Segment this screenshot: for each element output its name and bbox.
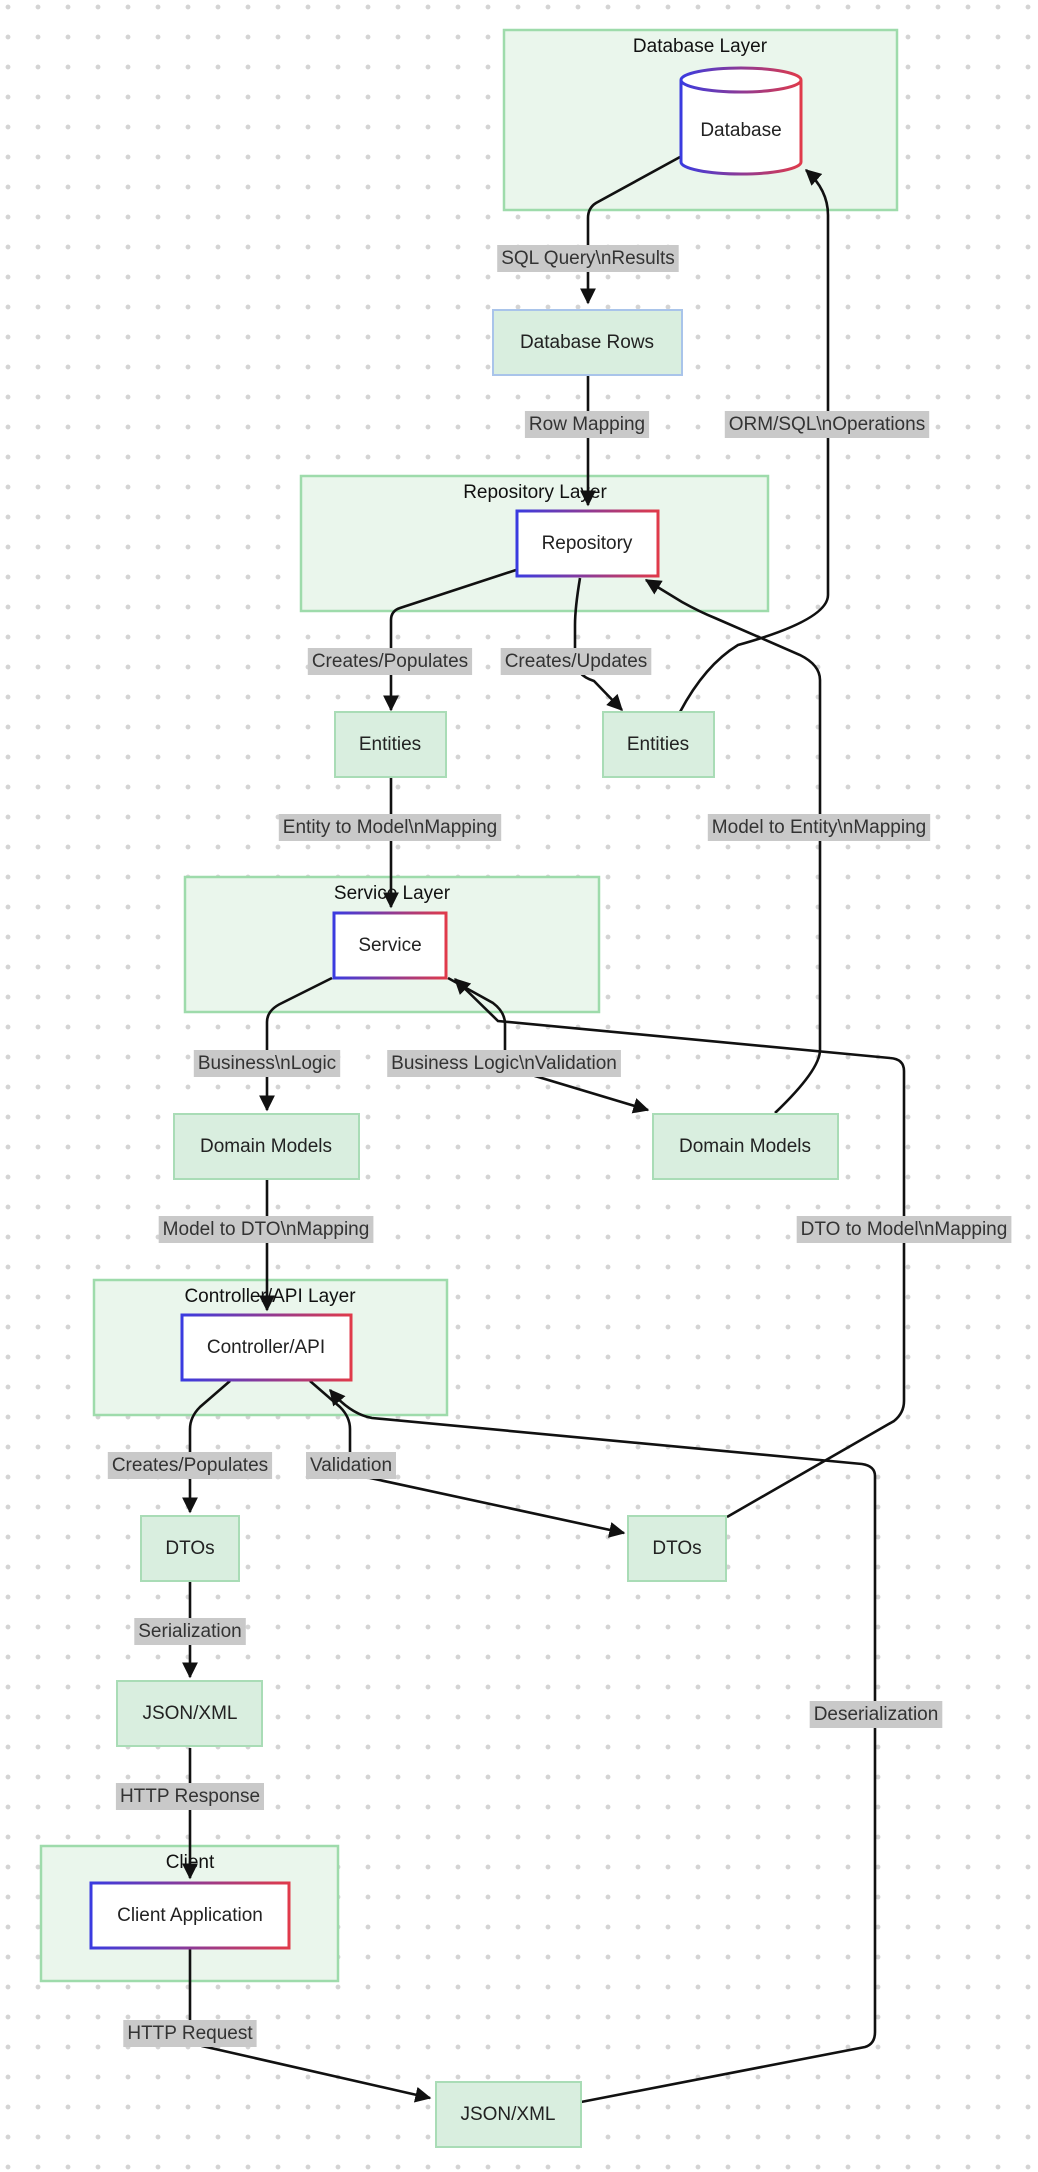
edge-label-model-to-entity: Model to Entity\nMapping — [707, 814, 931, 841]
edge-label-http-response: HTTP Response — [115, 1783, 265, 1810]
svg-text:SQL Query\nResults: SQL Query\nResults — [501, 248, 675, 269]
edge-labels: SQL Query\nResults Row Mapping ORM/SQL\n… — [107, 245, 1012, 2047]
svg-text:Entity to Model\nMapping: Entity to Model\nMapping — [283, 817, 497, 838]
svg-text:Creates/Populates: Creates/Populates — [112, 1455, 268, 1476]
svg-text:Entities: Entities — [359, 734, 421, 755]
repository-node[interactable]: Repository — [515, 509, 660, 578]
svg-text:Row Mapping: Row Mapping — [529, 414, 645, 435]
node-json-xml-top[interactable]: JSON/XML — [116, 1680, 263, 1747]
svg-text:Creates/Updates: Creates/Updates — [505, 651, 648, 672]
svg-text:Entities: Entities — [627, 734, 689, 755]
svg-text:DTO to Model\nMapping: DTO to Model\nMapping — [801, 1219, 1008, 1240]
repository-layer-group: Repository Layer — [299, 474, 770, 613]
edge-label-creates-populates-2: Creates/Populates — [107, 1452, 273, 1479]
edge-label-row-mapping: Row Mapping — [524, 411, 650, 438]
edge-label-business-validation: Business Logic\nValidation — [387, 1050, 621, 1077]
svg-text:Model to DTO\nMapping: Model to DTO\nMapping — [163, 1219, 370, 1240]
svg-text:JSON/XML: JSON/XML — [142, 1703, 237, 1724]
svg-text:ORM/SQL\nOperations: ORM/SQL\nOperations — [729, 414, 925, 435]
svg-text:Model to Entity\nMapping: Model to Entity\nMapping — [712, 817, 926, 838]
node-entities-left[interactable]: Entities — [334, 711, 447, 778]
controller-layer-title: Controller/API Layer — [184, 1286, 356, 1307]
edge-controller-to-dtos-left — [182, 1380, 231, 1514]
edge-label-sql-query: SQL Query\nResults — [497, 245, 679, 272]
svg-text:Validation: Validation — [310, 1455, 392, 1476]
component-nodes: Database Repository Service Controller/A… — [89, 66, 803, 1950]
edge-label-creates-updates: Creates/Updates — [500, 648, 652, 675]
edge-database-to-rows — [580, 155, 681, 305]
database-layer-title: Database Layer — [633, 36, 768, 57]
node-json-xml-bottom[interactable]: JSON/XML — [435, 2081, 582, 2148]
controller-api-node[interactable]: Controller/API — [180, 1313, 353, 1382]
node-domain-models-left[interactable]: Domain Models — [173, 1113, 360, 1180]
edge-label-orm-sql: ORM/SQL\nOperations — [724, 411, 930, 438]
svg-text:Deserialization: Deserialization — [814, 1704, 939, 1725]
svg-text:HTTP Request: HTTP Request — [127, 2023, 253, 2044]
edge-dtos-to-service — [454, 978, 906, 1519]
client-application-node[interactable]: Client Application — [89, 1881, 291, 1950]
service-layer-title: Service Layer — [334, 883, 451, 904]
svg-text:DTOs: DTOs — [652, 1538, 701, 1559]
edge-label-validation: Validation — [306, 1452, 396, 1479]
edge-repository-to-entities-left — [383, 568, 517, 712]
svg-text:Repository: Repository — [542, 533, 633, 554]
edge-label-http-request: HTTP Request — [123, 2020, 257, 2047]
data-nodes: Database Rows Entities Entities Domain M… — [116, 309, 839, 2148]
edge-entities-to-database — [678, 169, 830, 713]
svg-text:JSON/XML: JSON/XML — [460, 2104, 555, 2125]
node-database-rows[interactable]: Database Rows — [492, 309, 683, 376]
edge-service-to-domain-left — [259, 976, 333, 1112]
database-cylinder[interactable]: Database — [679, 66, 803, 176]
svg-text:Database Rows: Database Rows — [520, 332, 654, 353]
svg-text:DTOs: DTOs — [165, 1538, 214, 1559]
edge-json-to-controller — [329, 1388, 877, 2104]
svg-text:Business Logic\nValidation: Business Logic\nValidation — [391, 1053, 617, 1074]
repository-layer-title: Repository Layer — [463, 482, 607, 503]
svg-text:Controller/API: Controller/API — [207, 1337, 325, 1358]
node-dtos-left[interactable]: DTOs — [140, 1515, 240, 1582]
node-domain-models-right[interactable]: Domain Models — [652, 1113, 839, 1180]
edge-label-creates-populates-1: Creates/Populates — [307, 648, 473, 675]
edge-label-entity-to-model: Entity to Model\nMapping — [278, 814, 502, 841]
svg-text:Domain Models: Domain Models — [679, 1136, 811, 1157]
edge-label-deserialization: Deserialization — [809, 1701, 943, 1728]
svg-text:Database: Database — [700, 120, 781, 141]
svg-text:Service: Service — [358, 935, 421, 956]
edge-domain-to-repository — [644, 578, 822, 1114]
svg-text:Business\nLogic: Business\nLogic — [198, 1053, 336, 1074]
svg-text:Creates/Populates: Creates/Populates — [312, 651, 468, 672]
database-layer-group: Database Layer — [502, 28, 899, 212]
edge-label-serialization: Serialization — [134, 1618, 246, 1645]
svg-text:Client Application: Client Application — [117, 1905, 263, 1926]
edge-label-business-logic: Business\nLogic — [193, 1050, 341, 1077]
node-entities-right[interactable]: Entities — [602, 711, 715, 778]
edge-label-model-to-dto: Model to DTO\nMapping — [158, 1216, 374, 1243]
edge-label-dto-to-model: DTO to Model\nMapping — [796, 1216, 1012, 1243]
svg-text:Serialization: Serialization — [138, 1621, 242, 1642]
service-node[interactable]: Service — [332, 911, 448, 980]
node-dtos-right[interactable]: DTOs — [627, 1515, 727, 1582]
svg-text:Domain Models: Domain Models — [200, 1136, 332, 1157]
svg-text:HTTP Response: HTTP Response — [120, 1786, 260, 1807]
